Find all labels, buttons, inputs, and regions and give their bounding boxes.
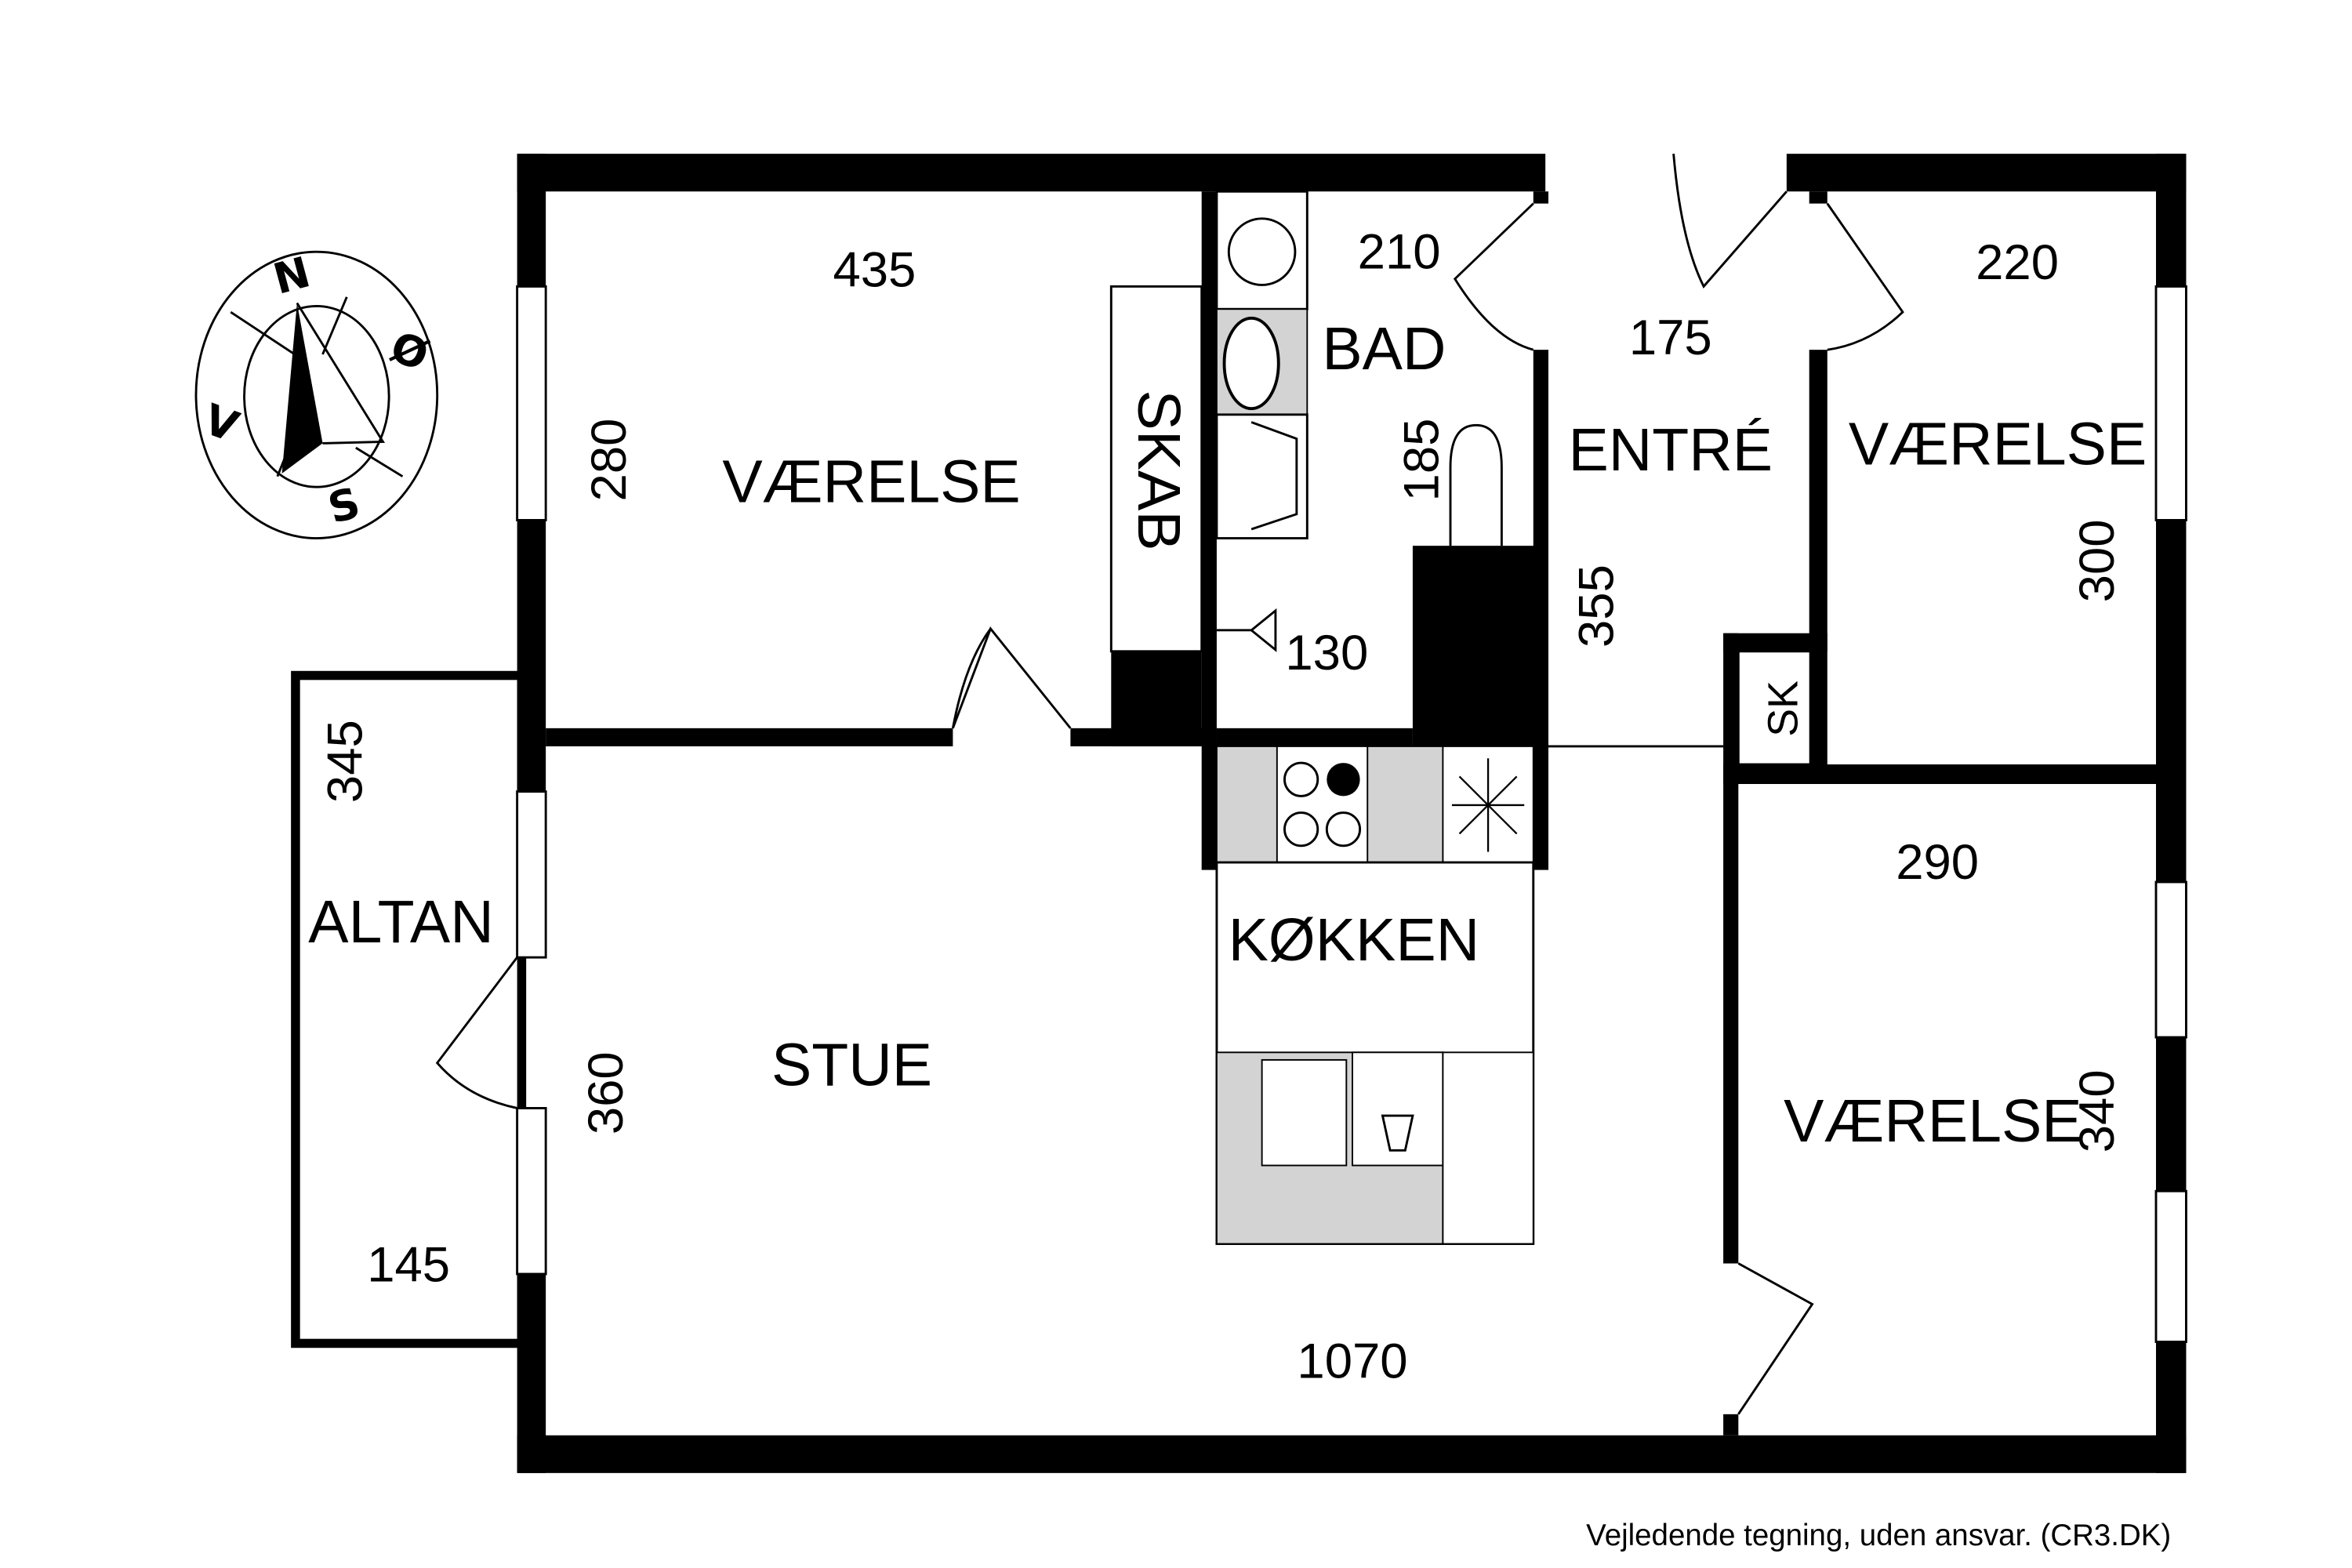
entre-depth: 355	[1570, 564, 1624, 648]
stue-depth: 360	[579, 1051, 633, 1134]
bad-small-dim: 130	[1285, 626, 1368, 681]
entre-name: ENTRÉ	[1568, 416, 1773, 484]
kitchen-fixtures	[1215, 745, 1535, 1245]
closet	[1737, 650, 1826, 766]
vaerelse-se-depth: 340	[2070, 1069, 2125, 1152]
sk-name: SK	[1759, 681, 1806, 737]
disclaimer: Vejledende tegning, uden ansvar. (CR3.DK…	[1586, 1519, 2171, 1552]
altan-name: ALTAN	[308, 888, 493, 956]
vaerelse-se-width: 290	[1896, 835, 1979, 890]
wardrobe	[1109, 285, 1203, 653]
vaerelse-ne-width: 220	[1976, 235, 2059, 290]
bad-depth: 185	[1395, 419, 1450, 502]
altan-width: 145	[367, 1238, 450, 1293]
stue-name: STUE	[771, 1032, 932, 1099]
bad-width: 210	[1358, 224, 1441, 279]
vaerelse-ne-name: VÆRELSE	[1849, 410, 2147, 477]
compass-west: V	[198, 394, 245, 452]
vaerelse-se-name: VÆRELSE	[1784, 1087, 2082, 1155]
outer-walls	[517, 154, 2187, 1473]
vaerelse-nw-width: 435	[833, 242, 916, 297]
compass-icon: N Ø S V	[194, 247, 439, 539]
compass-north: N	[268, 247, 315, 304]
doors	[435, 154, 1904, 1415]
altan-outline	[291, 670, 527, 1348]
interior-walls	[546, 191, 2156, 1436]
vaerelse-nw-name: VÆRELSE	[722, 448, 1020, 515]
room-labels: 435 280 VÆRELSE SKAB 210 BAD 185 130 175…	[308, 224, 2147, 1388]
compass-south: S	[323, 477, 365, 533]
vaerelse-nw-depth: 280	[582, 419, 637, 502]
skab-name: SKAB	[1125, 390, 1192, 550]
windows	[516, 285, 2187, 1343]
altan-depth: 345	[318, 720, 373, 803]
entre-width: 175	[1629, 310, 1712, 365]
bathroom-fixtures	[1215, 190, 1503, 652]
stue-width: 1070	[1297, 1334, 1407, 1389]
compass-east: Ø	[384, 322, 435, 381]
bad-name: BAD	[1322, 315, 1446, 383]
koekken-name: KØKKEN	[1229, 906, 1480, 974]
vaerelse-ne-depth: 300	[2070, 519, 2125, 602]
